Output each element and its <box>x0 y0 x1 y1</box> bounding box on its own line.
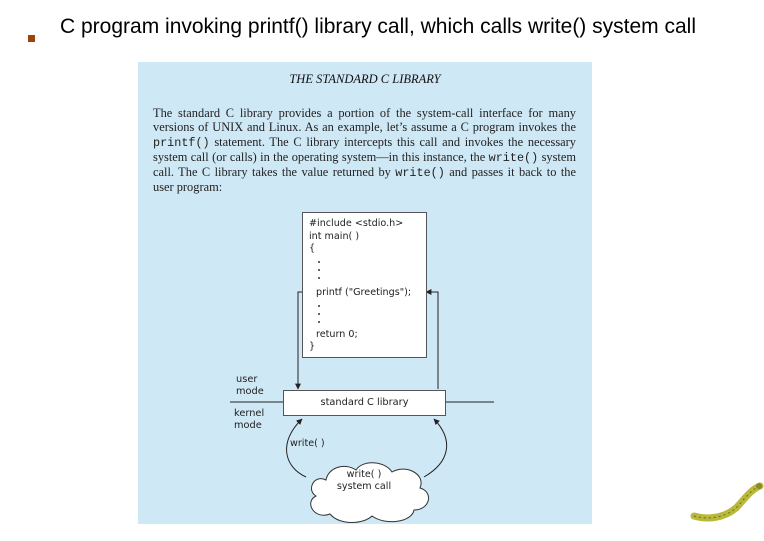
slide-title: C program invoking printf() library call… <box>14 12 754 46</box>
worm-mascot-icon <box>690 482 764 522</box>
kernel-mode-label: kernel mode <box>234 408 264 431</box>
paragraph-code-segment: write() <box>395 166 445 181</box>
write-curve-arrow-left <box>286 418 307 478</box>
ellipsis-dot <box>318 269 320 271</box>
system-call-label: write( ) system call <box>334 469 394 492</box>
bullet-square-icon <box>28 35 35 42</box>
ellipsis-dot <box>318 313 320 315</box>
kernel-mode-line1: kernel <box>234 408 265 419</box>
slide-title-text: C program invoking printf() library call… <box>60 15 696 38</box>
kernel-mode-line2: mode <box>234 419 262 431</box>
code-close-brace: } <box>309 341 316 352</box>
system-call-line1: write( ) <box>346 469 382 480</box>
paragraph-code-segment: write() <box>488 150 539 165</box>
ellipsis-dot <box>318 305 320 307</box>
c-program-box: #include <stdio.h> int main( ) { printf … <box>302 212 427 358</box>
code-main: int main( ) <box>309 231 360 242</box>
code-include: #include <stdio.h> <box>309 218 404 229</box>
code-return: return 0; <box>316 329 358 340</box>
code-open-brace: { <box>309 243 316 254</box>
paragraph-text-segment: system call. The C library takes the val… <box>153 149 576 180</box>
code-printf: printf ("Greetings"); <box>316 287 412 298</box>
paragraph-text-segment: statement. The C library intercepts this… <box>153 134 576 164</box>
user-mode-line2: mode <box>236 385 264 397</box>
user-mode-line1: user <box>236 374 258 385</box>
diagram-lines <box>230 289 494 523</box>
ellipsis-dot <box>318 321 320 323</box>
system-call-line2: system call <box>336 480 392 492</box>
system-call-cloud <box>310 462 429 523</box>
return-curve-arrow-right <box>423 418 448 478</box>
panel-paragraph: The standard C library provides a portio… <box>153 106 576 195</box>
write-call-label: write( ) <box>290 438 325 449</box>
ellipsis-dot <box>318 277 320 279</box>
standard-c-library-box: standard C library <box>283 390 446 416</box>
user-mode-label: user mode <box>236 374 264 397</box>
paragraph-text-segment: and passes it back to the user program: <box>153 165 576 195</box>
paragraph-code-segment: printf() <box>153 135 210 150</box>
ellipsis-dot <box>318 261 320 263</box>
panel-heading: THE STANDARD C LIBRARY <box>289 72 441 86</box>
standard-c-library-panel: THE STANDARD C LIBRARY The standard C li… <box>138 62 592 524</box>
return-arrow-up <box>425 289 439 389</box>
paragraph-text-segment: The standard C library provides a portio… <box>153 106 576 135</box>
